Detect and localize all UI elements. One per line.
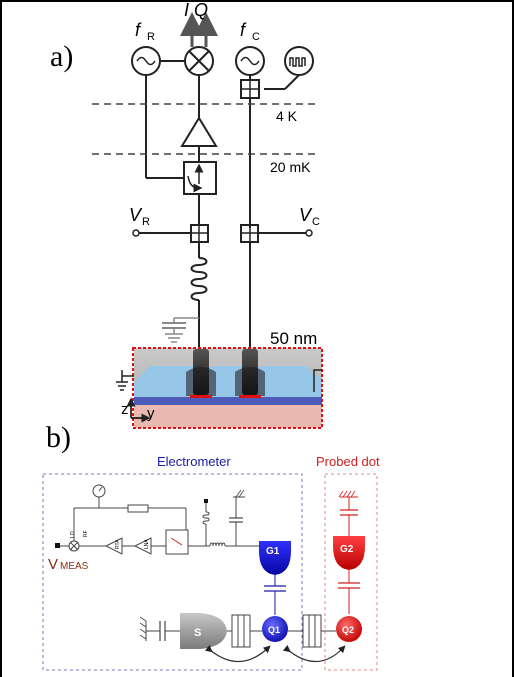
source-fr: f R — [131, 20, 161, 76]
rf-label: RF — [83, 530, 89, 537]
dot-q1 — [262, 616, 288, 642]
tunnel-junction-2 — [302, 614, 322, 648]
scale-bar-label: 50 nm — [270, 329, 317, 348]
g1-label: G1 — [266, 546, 280, 557]
vr-label: V — [129, 205, 143, 225]
probed-dot-box — [324, 473, 378, 671]
q1-label: Q1 — [268, 625, 280, 635]
b-inductor-small — [202, 511, 210, 525]
gate-g2 — [333, 536, 365, 570]
tunnel-junction-1 — [231, 614, 251, 648]
g2-label: G2 — [340, 544, 354, 555]
source-s — [180, 613, 227, 649]
vr-sub: R — [142, 216, 150, 228]
vc-sub: C — [312, 216, 320, 228]
panel-b: b) Electrometer Probed dot V MEAS LO RF … — [42, 421, 380, 671]
lo-label: LO — [70, 531, 76, 538]
electrometer-box — [42, 473, 303, 671]
panel-a-label: a) — [50, 40, 73, 73]
source-fc: f C — [235, 20, 265, 76]
source-fc-label: f — [240, 20, 247, 40]
pulse-generator — [284, 46, 314, 76]
gate-g1 — [259, 541, 291, 575]
vc-label: V — [299, 205, 313, 225]
axis-z-label: z — [121, 401, 129, 418]
vmeas-label: V — [48, 556, 58, 573]
probed-dot-title: Probed dot — [316, 454, 380, 469]
amplifier-icon — [180, 116, 218, 147]
iq-mixer: I Q — [160, 0, 218, 76]
stage-20mk-label: 20 mK — [270, 159, 311, 175]
resistor-icon — [127, 504, 149, 513]
sem-image — [132, 347, 323, 429]
iq-label: I Q — [184, 0, 208, 20]
tunneling-arrow-1 — [204, 644, 271, 663]
rta-label: RTA — [115, 539, 121, 549]
source-fc-sub: C — [252, 31, 260, 43]
panel-a: a) f R I Q f C — [50, 0, 323, 429]
vmeas-sub: MEAS — [60, 561, 89, 572]
sem-frame — [132, 347, 323, 429]
inductor-icon — [190, 257, 208, 301]
s-label: S — [194, 627, 201, 639]
dot-q2 — [336, 616, 362, 642]
tunneling-arrow-2 — [282, 644, 346, 663]
axes-indicator: z y — [121, 397, 155, 423]
source-fr-label: f — [135, 20, 142, 40]
electrometer-title: Electrometer — [157, 454, 231, 469]
lna-label: LNA — [144, 539, 150, 549]
axis-y-label: y — [147, 405, 155, 422]
panel-b-label: b) — [46, 421, 71, 454]
stage-4k-label: 4 K — [276, 108, 298, 124]
b-inductor-horizontal — [209, 542, 226, 547]
q2-label: Q2 — [342, 625, 354, 635]
source-fr-sub: R — [147, 31, 155, 43]
